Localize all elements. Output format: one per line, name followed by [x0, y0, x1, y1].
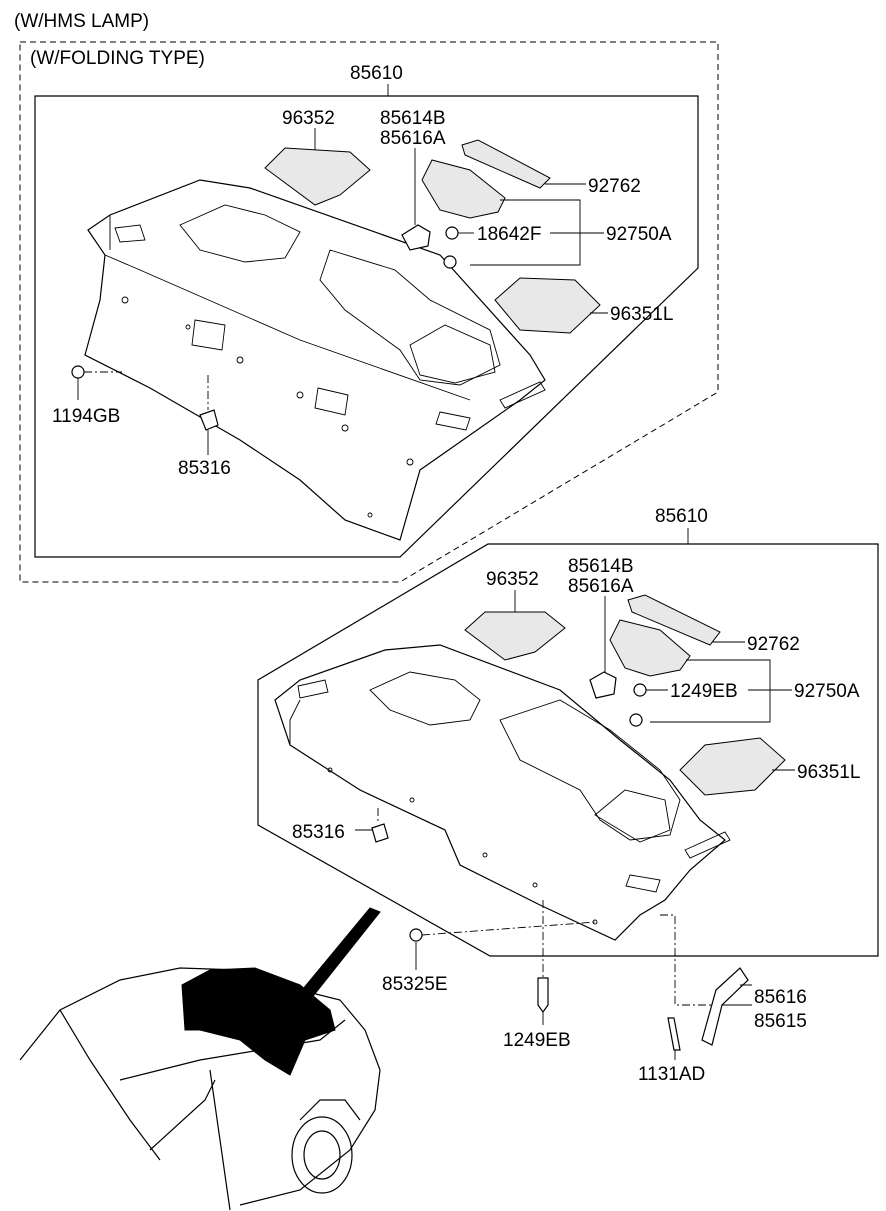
upper-bulb-label: 18642F [477, 224, 541, 245]
upper-lamp-cover-part [461, 139, 551, 189]
lower-lamp-housing-part [609, 619, 691, 677]
lower-nut-part [409, 928, 423, 942]
lower-clip-label: 85316 [292, 822, 345, 843]
lower-assembly-label: 85610 [655, 506, 708, 527]
upper-cover-right-label: 96351L [610, 304, 673, 325]
lower-cover-right-label: 96351L [797, 762, 860, 783]
upper-screw-part [71, 365, 85, 379]
upper-bulb-part [445, 226, 459, 240]
lower-hinge-part [701, 967, 749, 1046]
lower-hinge-bolt-label: 1131AD [638, 1064, 705, 1085]
lower-lamp-cover-part [627, 594, 721, 646]
upper-bracket-b-label: 85614B [380, 108, 446, 129]
lower-cover-top-part [464, 611, 566, 661]
lower-bracket-part [589, 671, 617, 699]
lower-cover-top-label: 96352 [486, 569, 539, 590]
lower-hinge-b-label: 85615 [754, 1011, 807, 1032]
lower-bolt-part [537, 977, 549, 1014]
caption-hms-lamp: (W/HMS LAMP) [14, 11, 149, 32]
lower-cover-right-part [679, 737, 786, 796]
upper-socket-part [443, 255, 457, 269]
upper-lamp-assy-label: 92750A [606, 224, 672, 245]
upper-clip-label: 85316 [178, 458, 231, 479]
lower-hinge-bolt-part [667, 1017, 681, 1051]
lower-assembly-frame [257, 543, 879, 957]
upper-cover-top-label: 96352 [282, 108, 335, 129]
lower-bracket-b-label: 85614B [568, 556, 634, 577]
upper-lamp-housing-part [421, 159, 506, 219]
lower-clip-part [371, 823, 389, 843]
lower-bulb-label: 1249EB [670, 681, 738, 702]
caption-folding-type: (W/FOLDING TYPE) [30, 48, 205, 69]
upper-clip-part [199, 409, 219, 431]
upper-lamp-cover-label: 92762 [588, 176, 641, 197]
upper-assembly-label: 85610 [350, 63, 403, 84]
lower-socket-part [629, 713, 643, 727]
upper-cover-top-part [264, 147, 371, 206]
upper-screw-label: 1194GB [52, 406, 120, 427]
upper-cover-right-part [494, 277, 601, 334]
upper-bracket-a-label: 85616A [380, 128, 446, 149]
lower-bulb-part [633, 683, 647, 697]
lower-bracket-a-label: 85616A [568, 576, 634, 597]
upper-assembly-frame [34, 95, 699, 558]
upper-bracket-part [401, 224, 431, 251]
lower-package-tray [274, 644, 731, 941]
lower-hinge-a-label: 85616 [754, 987, 807, 1008]
lower-lamp-assy-label: 92750A [794, 681, 860, 702]
lower-nut-label: 85325E [382, 974, 448, 995]
upper-package-tray [84, 179, 546, 541]
lower-bolt-label: 1249EB [503, 1030, 571, 1051]
car-location-illustration [19, 907, 381, 1211]
folding-type-outline [19, 41, 719, 583]
lower-lamp-cover-label: 92762 [747, 634, 800, 655]
